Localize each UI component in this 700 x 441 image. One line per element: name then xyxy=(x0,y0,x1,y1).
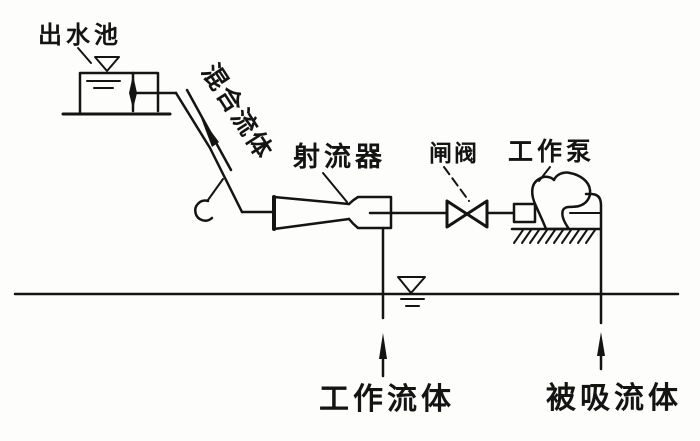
level-triangle xyxy=(94,56,120,72)
ejector-leader-line xyxy=(322,172,348,203)
level-triangle xyxy=(397,276,426,294)
jet-device-label: 射流器 xyxy=(292,142,386,172)
hatch-strokes xyxy=(513,229,596,244)
working-fluid-inflow: 工作流体 xyxy=(319,333,455,416)
gate-valve: 闸阀 xyxy=(429,141,516,229)
pump-leader-line xyxy=(538,166,551,182)
ground-hatching xyxy=(510,227,602,244)
valve-leader-line xyxy=(443,166,470,202)
hook-stem xyxy=(207,178,224,201)
flow-arrow-up-icon xyxy=(597,332,605,356)
working-pump: 工作泵 xyxy=(508,138,603,325)
riser-pipe: 混合流体 xyxy=(174,58,279,222)
sucked-fluid-inflow: 被吸流体 xyxy=(546,332,682,415)
water-level-icon xyxy=(397,276,426,307)
pump-volute-body xyxy=(531,171,592,231)
hook-symbol xyxy=(194,178,224,222)
diffuser-bottom xyxy=(272,217,351,231)
pump-suction-bend-and-pipe xyxy=(584,192,603,325)
diffuser-top xyxy=(272,195,351,206)
pump-outlet-flange xyxy=(512,202,537,224)
flow-arrowhead-icon xyxy=(201,118,219,147)
water-level-icon xyxy=(86,56,121,89)
outlet-pool-leader-line xyxy=(77,47,92,64)
outlet-pool-label: 出水池 xyxy=(38,22,122,49)
sucked-fluid-label: 被吸流体 xyxy=(546,382,682,415)
ejector: 射流器 xyxy=(272,142,449,231)
mixed-fluid-label: 混合流体 xyxy=(196,58,279,164)
valve-left-triangle xyxy=(445,199,469,229)
mixed-fluid-flow-arrow xyxy=(185,88,233,172)
flow-arrow-up-icon xyxy=(379,333,387,359)
working-fluid-label: 工作流体 xyxy=(319,383,455,416)
working-pump-label: 工作泵 xyxy=(508,138,595,166)
inclined-pipe xyxy=(174,91,244,214)
gate-valve-label: 闸阀 xyxy=(429,141,479,166)
valve-right-triangle xyxy=(465,199,489,229)
hook-arc xyxy=(194,199,214,222)
outlet-pool: 出水池 xyxy=(38,22,178,116)
